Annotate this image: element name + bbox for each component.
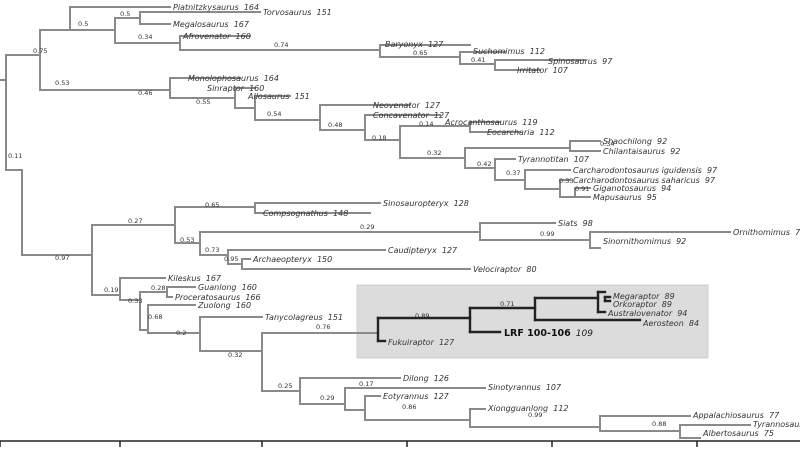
support-value: 0.5	[120, 10, 130, 18]
taxon-label: Giganotosaurus 94	[593, 176, 671, 195]
support-value: 0.34	[138, 33, 152, 41]
taxon-label: Aerosteon 84	[642, 311, 699, 330]
taxon-label: Shaochilong 92	[603, 129, 667, 148]
taxon-label: Kileskus 167	[168, 266, 222, 285]
taxon-label: Baryonyx 127	[385, 32, 444, 51]
taxon-label: Velociraptor 80	[473, 257, 537, 276]
support-value: 0.74	[274, 41, 288, 49]
support-value: 0.46	[138, 89, 152, 97]
taxon-label: Guanlong 160	[198, 275, 257, 294]
support-value: 0.18	[372, 134, 386, 142]
taxon-label: Archaeopteryx 150	[252, 247, 332, 266]
taxon-label: Suchomimus 112	[473, 39, 545, 58]
taxon-label: Megaraptor 89	[613, 284, 675, 303]
taxon-label: Sinotyrannus 107	[488, 375, 562, 394]
taxon-label: Chilantaisaurus 92	[603, 139, 680, 158]
taxon-label: Carcharodontosaurus iguidensis 97	[573, 158, 718, 177]
support-value: 0.25	[278, 382, 292, 390]
taxon-label: Caudipteryx 127	[388, 238, 458, 257]
taxon-label: Concavenator 127	[373, 103, 450, 122]
taxon-label: Tanycolagreus 151	[265, 305, 343, 324]
taxon-label: Neovenator 127	[373, 93, 441, 112]
taxon-label: Mapusaurus 95	[593, 185, 657, 204]
support-value: 0.33	[559, 177, 573, 185]
taxon-label: Allosaurus 151	[247, 84, 310, 103]
taxon-label: Irritator 107	[517, 58, 569, 77]
taxon-label: Tyrannotitan 107	[518, 147, 590, 166]
taxon-label: Piatnitzkysaurus 164	[173, 0, 259, 14]
support-value: 0.95	[224, 255, 238, 263]
support-value: 0.29	[320, 394, 334, 402]
support-value: 0.33	[128, 297, 142, 305]
taxon-label: Xiongguanlong 112	[487, 396, 569, 415]
support-value: 0.42	[477, 160, 491, 168]
taxon-label: Tyrannosaurus	[753, 420, 800, 429]
highlight-box-megaraptora	[356, 284, 709, 359]
support-value: 0.5	[78, 20, 88, 28]
taxon-label: Eocarcharia 112	[487, 120, 555, 139]
support-value: 0.88	[652, 420, 666, 428]
taxon-label: Eotyrannus 127	[383, 384, 450, 403]
taxon-label: Zuolong 160	[197, 293, 251, 312]
support-value: 0.41	[471, 56, 485, 64]
support-value: 0.75	[33, 47, 47, 55]
support-value: 0.2	[176, 329, 186, 337]
taxon-label: Dilong 126	[403, 366, 449, 385]
support-value: 0.54	[267, 110, 281, 118]
support-value: 0.76	[316, 323, 330, 331]
taxon-label: Spinosaurus 97	[548, 49, 613, 68]
support-value: 0.65	[413, 49, 427, 57]
support-value: 0.28	[151, 284, 165, 292]
taxon-label: Proceratosaurus 166	[175, 285, 261, 304]
support-values: 0.5 0.5 0.34 0.74 0.65 0.41 0.75 0.53 0.…	[8, 10, 666, 428]
support-value: 0.55	[196, 98, 210, 106]
support-value: 0.48	[328, 121, 342, 129]
taxon-label: Siats 98	[558, 211, 593, 230]
taxon-labels: Piatnitzkysaurus 164 Torvosaurus 151 Meg…	[168, 0, 800, 440]
taxon-label: Albertosaurus 75	[702, 421, 774, 440]
taxon-label: Fukuiraptor 127	[388, 330, 455, 349]
support-value: 0.99	[528, 411, 542, 419]
taxon-label: Acrocanthosaurus 119	[444, 110, 538, 129]
support-value: 0.34	[600, 140, 614, 148]
taxon-label: Compsognathus 148	[263, 201, 348, 220]
taxon-label: Orkoraptor 89	[613, 292, 672, 311]
taxon-label: Sinornithomimus 92	[603, 229, 686, 248]
support-value: 0.71	[500, 300, 514, 308]
taxon-label: Monolophosaurus 164	[188, 66, 279, 85]
support-value: 0.68	[148, 313, 162, 321]
support-value: 0.86	[402, 403, 416, 411]
taxon-label: Ornithomimus 70	[733, 220, 800, 239]
support-value: 0.37	[506, 169, 520, 177]
support-value: 0.99	[540, 230, 554, 238]
taxon-label: Torvosaurus 151	[263, 0, 332, 19]
support-value: 0.19	[104, 286, 118, 294]
taxon-label: Sinraptor 160	[207, 76, 264, 95]
taxon-label: Appalachiosaurus 77	[692, 403, 780, 422]
taxon-label: Sinosauropteryx 128	[383, 191, 469, 210]
taxon-label: Afrovenator 160	[182, 24, 251, 43]
support-value: 0.27	[128, 217, 142, 225]
support-value: 0.32	[228, 351, 242, 359]
support-value: 0.91	[575, 185, 589, 193]
support-value: 0.65	[205, 201, 219, 209]
support-value: 0.11	[8, 152, 22, 160]
support-value: 0.89	[415, 312, 429, 320]
support-value: 0.14	[419, 120, 433, 128]
support-value: 0.73	[205, 246, 219, 254]
taxon-label: Australovenator 94	[607, 301, 687, 320]
support-value: 0.53	[55, 79, 69, 87]
taxon-label: Carcharodontosaurus saharicus 97	[573, 168, 716, 187]
taxon-label: Megalosaurus 167	[173, 12, 250, 31]
support-value: 0.17	[359, 380, 373, 388]
support-value: 0.32	[427, 149, 441, 157]
support-value: 0.53	[180, 236, 194, 244]
support-value: 0.29	[360, 223, 374, 231]
support-value: 0.97	[55, 254, 69, 262]
